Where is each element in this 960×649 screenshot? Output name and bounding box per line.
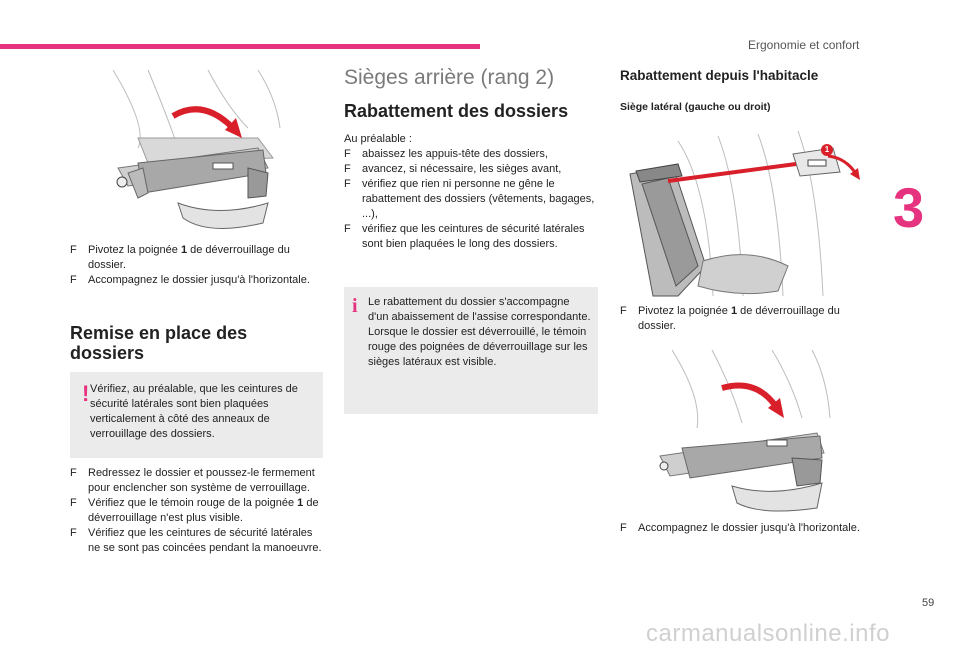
seat-unlock-illustration <box>618 126 876 298</box>
watermark: carmanualsonline.info <box>646 620 890 647</box>
step-text: Accompagnez le dossier jusqu'à l'horizon… <box>638 522 860 534</box>
bullet: F <box>70 467 77 479</box>
folded-seat-illustration-2 <box>652 348 834 513</box>
step-bold: 1 <box>297 497 304 509</box>
col3-step-2: F Accompagnez le dossier jusqu'à l'horiz… <box>620 521 870 536</box>
step-text: Redressez le dossier et poussez-le ferme… <box>88 467 315 494</box>
chapter-title: Ergonomie et confort <box>748 38 860 52</box>
col1-steps-bottom: F Redressez le dossier et poussez-le fer… <box>70 466 325 556</box>
header-accent-bar <box>0 44 480 49</box>
info-icon: i <box>352 295 358 317</box>
step-item: F Vérifiez que le témoin rouge de la poi… <box>70 496 325 526</box>
step-item: F Pivotez la poignée 1 de déverrouillage… <box>620 304 870 334</box>
info-text: Le rabattement du dossier s'accompagne d… <box>368 295 592 370</box>
main-title: Sièges arrière (rang 2) <box>344 66 555 89</box>
step-text: Accompagnez le dossier jusqu'à l'horizon… <box>88 274 310 286</box>
section-heading-fold: Rabattement des dossiers <box>344 101 569 121</box>
info-line: Le rabattement du dossier s'accompagne d… <box>368 296 591 323</box>
prereq-text: avancez, si nécessaire, les sièges avant… <box>362 163 562 175</box>
step-text: de déverrouillage du dossier. <box>638 305 840 332</box>
folded-seat-illustration <box>108 68 286 238</box>
bullet: F <box>620 305 627 317</box>
heading-line: dossiers <box>70 343 145 363</box>
step-item: F Vérifiez que les ceintures de sécurité… <box>70 526 325 556</box>
chapter-number: 3 <box>893 176 925 239</box>
step-item: F Accompagnez le dossier jusqu'à l'horiz… <box>70 273 325 288</box>
step-text: Vérifiez que les ceintures de sécurité l… <box>88 527 322 554</box>
col3-step-1: F Pivotez la poignée 1 de déverrouillage… <box>620 304 870 334</box>
bullet: F <box>70 274 77 286</box>
step-text: de déverrouillage du dossier. <box>88 244 290 271</box>
section-heading-cabin: Rabattement depuis l'habitacle <box>620 68 819 83</box>
warning-box: ! Vérifiez, au préalable, que les ceintu… <box>70 372 323 458</box>
step-item: F Redressez le dossier et poussez-le fer… <box>70 466 325 496</box>
step-item: F Pivotez la poignée 1 de déverrouillage… <box>70 243 325 273</box>
bullet: F <box>344 223 351 235</box>
prereq-text: vérifiez que rien ni personne ne gêne le… <box>362 178 595 220</box>
step-bold: 1 <box>730 305 738 317</box>
prereq-text: vérifiez que les ceintures de sécurité l… <box>362 223 585 250</box>
bullet: F <box>344 178 351 190</box>
bullet: F <box>70 244 77 256</box>
info-line: Lorsque le dossier est déverrouillé, le … <box>368 326 588 368</box>
col1-steps-top: F Pivotez la poignée 1 de déverrouillage… <box>70 243 325 288</box>
bullet: F <box>70 527 77 539</box>
prereq-text: abaissez les appuis-tête des dossiers, <box>362 148 548 160</box>
callout-badge: 1 <box>821 144 833 156</box>
section-heading-reset: Remise en place des dossiers <box>70 323 247 363</box>
info-box: i Le rabattement du dossier s'accompagne… <box>344 287 598 414</box>
warning-icon: ! <box>82 381 90 406</box>
step-text: Vérifiez que le témoin rouge de la poign… <box>88 497 298 509</box>
bullet: F <box>70 497 77 509</box>
step-text: de déverrouillage n'est plus visible. <box>88 497 319 524</box>
heading-line: Remise en place des <box>70 323 248 343</box>
bullet: F <box>344 163 351 175</box>
page-number: 59 <box>922 597 935 609</box>
bullet: F <box>620 522 627 534</box>
step-text: Pivotez la poignée <box>638 305 731 317</box>
step-bold: 1 <box>180 244 188 256</box>
subheading-side-seat: Siège latéral (gauche ou droit) <box>620 101 771 113</box>
step-text: Pivotez la poignée <box>88 244 181 256</box>
bullet: F <box>344 148 351 160</box>
step-item: F Accompagnez le dossier jusqu'à l'horiz… <box>620 521 870 536</box>
warning-text: Vérifiez, au préalable, que les ceinture… <box>90 383 298 440</box>
intro-text: Au préalable : <box>344 133 412 145</box>
